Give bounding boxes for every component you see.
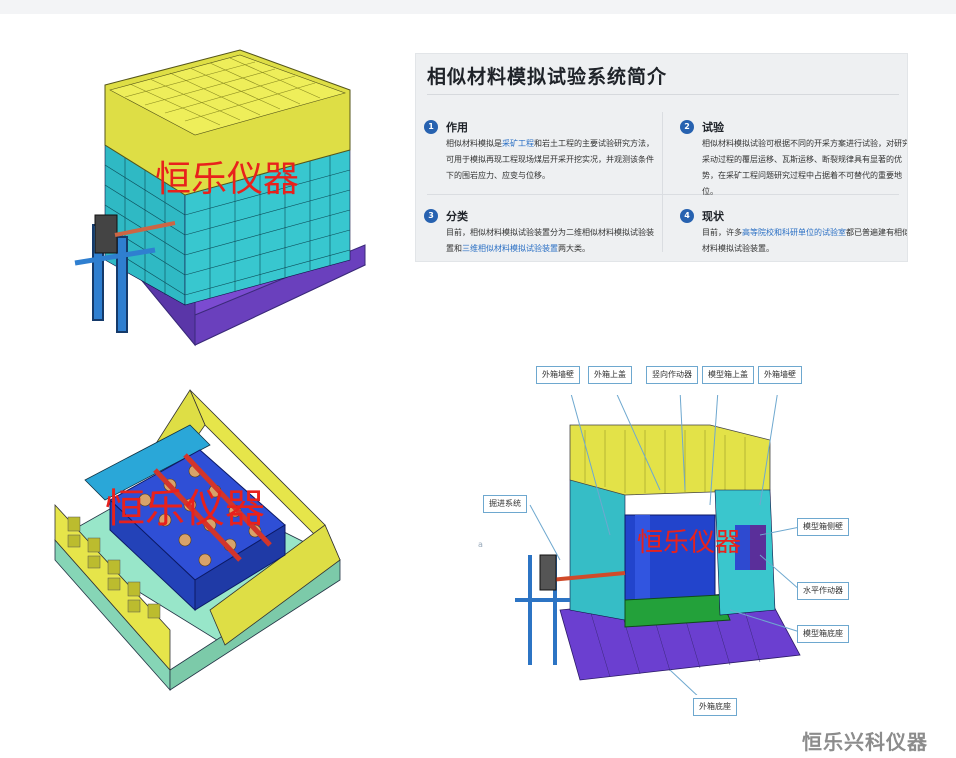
- callout-outer-wall-right: 外箱墙壁: [758, 366, 802, 384]
- callout-outer-wall-left: 外箱墙壁: [536, 366, 580, 384]
- panel-title: 相似材料模拟试验系统简介: [427, 66, 668, 88]
- intro-panel: 相似材料模拟试验系统简介 1 作用 相似材料模拟是采矿工程和岩土工程的主要试验研…: [415, 53, 908, 262]
- panel-column-divider: [662, 112, 663, 252]
- section-heading: 试验: [702, 121, 724, 134]
- figure-labeled-diagram: [515, 395, 801, 695]
- section-heading: 作用: [446, 121, 468, 134]
- callout-outer-top-cover: 外箱上盖: [588, 366, 632, 384]
- section-number-badge: 4: [680, 209, 694, 223]
- callout-outer-base: 外箱底座: [693, 698, 737, 716]
- panel-divider: [427, 94, 899, 95]
- callout-model-side-wall: 模型箱侧壁: [797, 518, 849, 536]
- section-body: 相似材料模拟试验可根据不同的开采方案进行试验，对研究采动过程的覆层运移、瓦斯运移…: [702, 139, 908, 196]
- brand-name: 恒乐兴科仪器: [802, 730, 928, 754]
- section-heading: 分类: [446, 210, 468, 223]
- section-number-badge: 1: [424, 120, 438, 134]
- section-body: 相似材料模拟是采矿工程和岩土工程的主要试验研究方法，可用于模拟再现工程现场煤层开…: [446, 139, 654, 180]
- watermark-figure-1: 恒乐仪器: [155, 159, 300, 200]
- section-number-badge: 3: [424, 209, 438, 223]
- callout-vertical-actuator: 竖向作动器: [646, 366, 698, 384]
- watermark-figure-2: 恒乐仪器: [105, 486, 265, 532]
- callout-model-top-cover: 模型箱上盖: [702, 366, 754, 384]
- link-universities-labs[interactable]: 高等院校和科研单位的试验室: [742, 228, 846, 237]
- watermark-figure-3: 恒乐仪器: [637, 528, 742, 558]
- link-mining-engineering[interactable]: 采矿工程: [502, 139, 534, 148]
- section-body: 目前，相似材料模拟试验装置分为二维相似材料模拟试验装置和三维相似材料模拟试验装置…: [446, 228, 654, 253]
- section-number-badge: 2: [680, 120, 694, 134]
- section-heading: 现状: [702, 210, 724, 223]
- figure-cutaway-view: [54, 389, 341, 692]
- panel-row-divider: [427, 194, 899, 195]
- figure-3d-test-rig: [74, 49, 367, 347]
- link-3d-device[interactable]: 三维相似材料模拟试验装置: [462, 244, 558, 253]
- side-mark: a: [478, 540, 483, 549]
- top-bar: [0, 0, 956, 14]
- callout-horizontal-actuator: 水平作动器: [797, 582, 849, 600]
- section-body: 目前，许多高等院校和科研单位的试验室都已普遍建有相似材料模拟试验装置。: [702, 228, 908, 253]
- callout-model-base: 模型箱底座: [797, 625, 849, 643]
- callout-excavation-system: 掘进系统: [483, 495, 527, 513]
